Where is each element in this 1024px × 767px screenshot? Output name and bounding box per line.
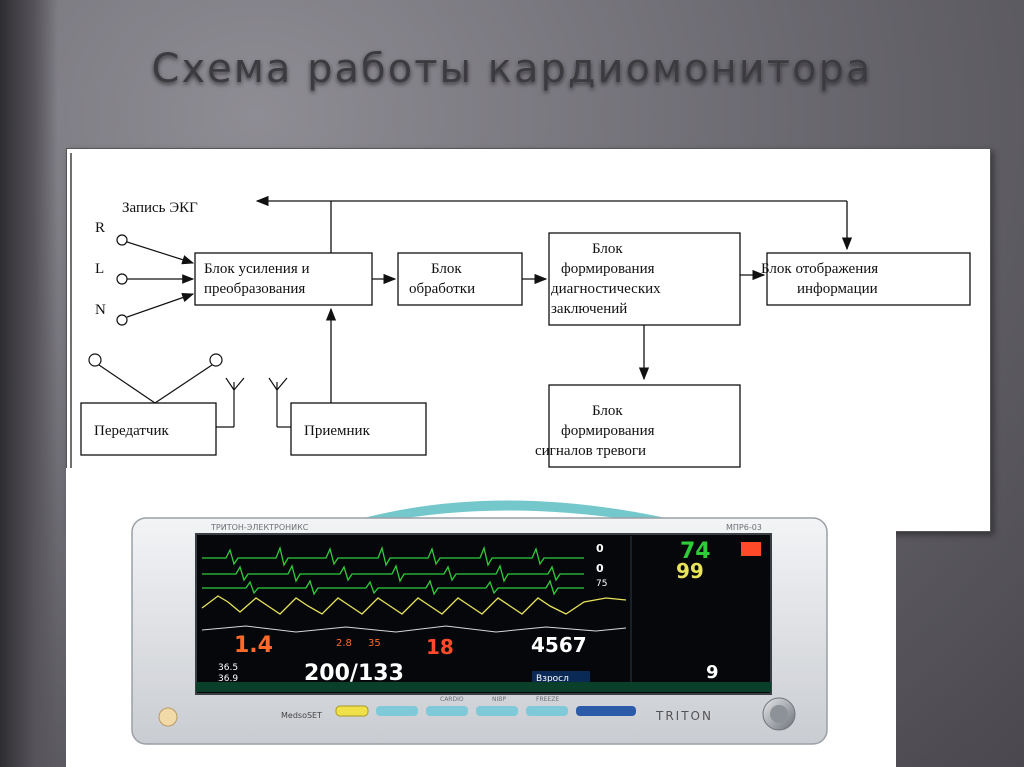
resp-value: 75 — [596, 579, 607, 589]
receiver-antenna-icon — [269, 378, 291, 427]
maker-logo: MedsoSET — [281, 711, 322, 720]
block-display: Блок отображения информации — [761, 253, 970, 305]
svg-text:сигналов тревоги: сигналов тревоги — [535, 443, 646, 459]
monitor-model: МПР6-03 — [726, 523, 762, 532]
electrode-n: N — [95, 294, 193, 325]
svg-text:Блок: Блок — [431, 261, 462, 277]
monitor-brand: ТРИТОН-ЭЛЕКТРОНИКС — [210, 523, 309, 532]
svg-text:Блок отображения: Блок отображения — [761, 261, 878, 277]
svg-text:Блок: Блок — [592, 403, 623, 419]
trend-key[interactable] — [576, 706, 636, 716]
key-label-freeze: FREEZE — [536, 696, 559, 703]
menu-key[interactable] — [376, 706, 418, 716]
etco2-value: 1.4 — [234, 633, 273, 658]
svg-text:формирования: формирования — [561, 261, 655, 277]
silence-key[interactable] — [336, 706, 368, 716]
rr-value: 18 — [426, 635, 454, 659]
svg-text:формирования: формирования — [561, 423, 655, 439]
temp-value-1: 36.5 — [218, 663, 238, 673]
small-value-2: 35 — [368, 638, 381, 649]
svg-text:N: N — [95, 302, 106, 318]
knob-center — [770, 705, 788, 723]
svg-text:диагностических: диагностических — [551, 281, 661, 297]
telemetry-electrodes — [89, 354, 222, 403]
cardiomonitor-image: ТРИТОН-ЭЛЕКТРОНИКС МПР6-03 0 0 75 74 99 … — [66, 468, 896, 767]
screen-status-bar — [196, 682, 771, 692]
alarm-indicator — [741, 542, 761, 556]
spo2-value: 99 — [676, 559, 704, 583]
svg-text:Блок усиления и: Блок усиления и — [204, 261, 310, 277]
block-amplify: Блок усиления и преобразования — [195, 253, 372, 305]
monitor-photo: ТРИТОН-ЭЛЕКТРОНИКС МПР6-03 0 0 75 74 99 … — [66, 468, 896, 767]
slide-title: Схема работы кардиомонитора — [0, 46, 1024, 92]
cardio-key[interactable] — [426, 706, 468, 716]
svg-text:заключений: заключений — [551, 301, 627, 317]
nibp-key[interactable] — [476, 706, 518, 716]
block-transmitter: Передатчик — [81, 403, 216, 455]
electrode-r: R — [95, 220, 193, 263]
svg-text:L: L — [95, 261, 104, 277]
small-value-1: 2.8 — [336, 638, 352, 649]
svg-text:Приемник: Приемник — [304, 423, 371, 439]
key-label-cardio: CARDIO — [440, 696, 464, 703]
page-edge-shadow — [0, 0, 58, 767]
electrode-l: L — [95, 261, 193, 284]
block-process: Блок обработки — [398, 253, 522, 305]
pulse-value: 9 — [706, 662, 719, 683]
st-value-1: 0 — [596, 542, 604, 555]
power-button[interactable] — [159, 708, 177, 726]
svg-text:информации: информации — [797, 281, 878, 297]
count-value: 4567 — [531, 633, 587, 657]
svg-text:преобразования: преобразования — [204, 281, 305, 297]
block-diagnostic: Блок формирования диагностических заключ… — [549, 233, 740, 325]
ecg-record-label: Запись ЭКГ — [122, 200, 198, 216]
block-alarm: Блок формирования сигналов тревоги — [535, 385, 740, 467]
freeze-key[interactable] — [526, 706, 568, 716]
svg-text:Передатчик: Передатчик — [94, 423, 169, 439]
st-value-2: 0 — [596, 562, 604, 575]
svg-text:обработки: обработки — [409, 281, 475, 297]
transmitter-antenna-icon — [216, 378, 244, 427]
block-receiver: Приемник — [291, 403, 426, 455]
svg-text:R: R — [95, 220, 105, 236]
triton-logo: TRITON — [655, 709, 713, 723]
svg-text:Блок: Блок — [592, 241, 623, 257]
key-label-nibp: NIBP — [492, 696, 506, 703]
